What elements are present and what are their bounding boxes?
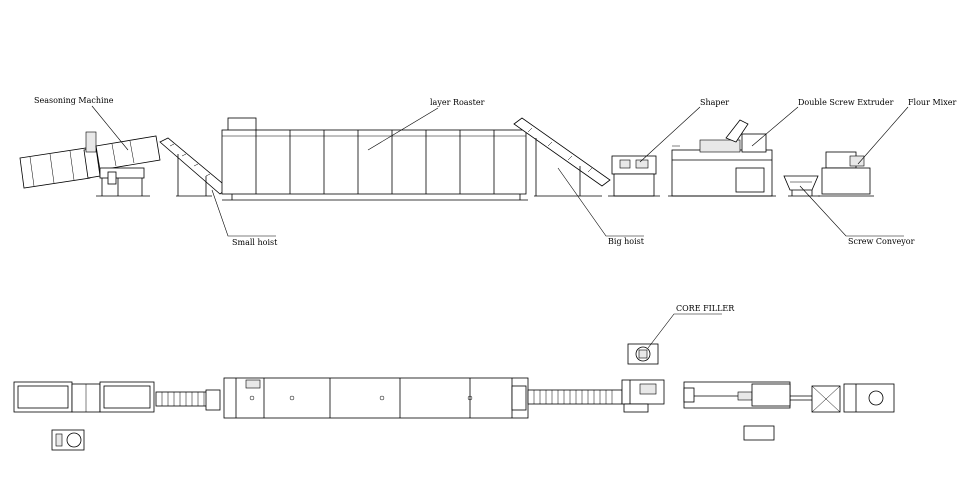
double-screw-extruder-side bbox=[668, 119, 776, 197]
shaper-side bbox=[608, 155, 660, 197]
screw-conveyor-plan bbox=[790, 385, 841, 413]
layer-roaster-label: layer Roaster bbox=[430, 98, 485, 107]
shaper-leader bbox=[639, 106, 701, 163]
shaper-plan bbox=[621, 379, 665, 413]
small-hoist-leader bbox=[211, 189, 276, 237]
screw-conveyor-leader bbox=[799, 185, 904, 237]
seasoning-machine-side bbox=[19, 131, 161, 197]
seasoning-machine-leader bbox=[91, 105, 129, 151]
big-hoist-leader bbox=[557, 167, 644, 237]
core-filler-leader bbox=[647, 313, 722, 349]
core-filler-plan: CORE FILLER bbox=[627, 304, 735, 365]
big-hoist-plan bbox=[527, 389, 623, 405]
double-screw-extruder-leader bbox=[751, 106, 799, 147]
flour-mixer-plan bbox=[843, 383, 895, 413]
small-hoist-label: Small hoist bbox=[232, 238, 278, 247]
flour-mixer-leader bbox=[857, 106, 909, 165]
plan-view: CORE FILLER bbox=[13, 304, 895, 451]
screw-conveyor-side bbox=[783, 175, 820, 197]
core-filler-label: CORE FILLER bbox=[676, 304, 735, 313]
double-screw-extruder-plan bbox=[683, 381, 791, 441]
double-screw-extruder-label: Double Screw Extruder bbox=[798, 98, 894, 107]
seasoning-tank-plan bbox=[51, 429, 85, 451]
small-hoist-side bbox=[159, 137, 229, 197]
big-hoist-label: Big hoist bbox=[608, 237, 645, 246]
layer-roaster-leader bbox=[367, 107, 439, 151]
flour-mixer-label: Flour Mixer bbox=[908, 98, 956, 107]
screw-conveyor-label: Screw Conveyor bbox=[848, 237, 915, 246]
layer-roaster-side bbox=[221, 117, 528, 201]
small-hoist-plan bbox=[155, 389, 221, 411]
flour-mixer-side bbox=[818, 151, 874, 197]
seasoning-machine-label: Seasoning Machine bbox=[34, 96, 114, 105]
shaper-label: Shaper bbox=[700, 98, 729, 107]
layer-roaster-plan bbox=[223, 377, 529, 419]
side-elevation: Seasoning Machine layer Roaster Shaper D… bbox=[19, 96, 956, 247]
seasoning-machine-plan bbox=[13, 381, 155, 413]
big-hoist-side bbox=[513, 117, 611, 197]
